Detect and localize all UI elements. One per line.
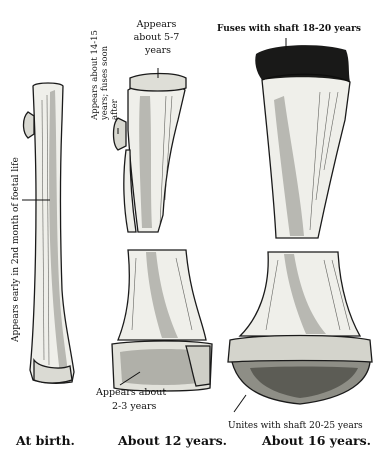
label-lower-fusion-16: Unites with shaft 20-25 years: [228, 421, 363, 431]
caption-at-birth: At birth.: [16, 433, 75, 448]
svg-text:Appears about 14-15: Appears about 14-15: [90, 30, 100, 121]
label-upper-epiphysis-12: Appears about 5-7 years: [134, 19, 183, 56]
tibia-16-lower: [228, 252, 372, 404]
caption-about-12: About 12 years.: [118, 433, 227, 448]
svg-text:years; fuses soon: years; fuses soon: [100, 45, 110, 121]
label-birth-diaphysis: Appears early in 2nd month of foetal lif…: [11, 157, 21, 343]
label-upper-fusion-16: Fuses with shaft 18-20 years: [217, 24, 361, 34]
birth-tibia: [24, 83, 75, 383]
leader-lower-fusion-16: [234, 395, 246, 412]
tibia-16-upper: [255, 45, 350, 238]
tibia-12-upper: [114, 74, 187, 233]
label-lower-epiphysis: Appears about 2-3 years: [95, 387, 169, 412]
svg-text:after: after: [110, 98, 120, 120]
caption-about-16: About 16 years.: [262, 433, 371, 448]
tubercle-label-group: Appears about 14-15 years; fuses soon af…: [90, 30, 120, 121]
tibia-12-lower: [112, 250, 212, 391]
